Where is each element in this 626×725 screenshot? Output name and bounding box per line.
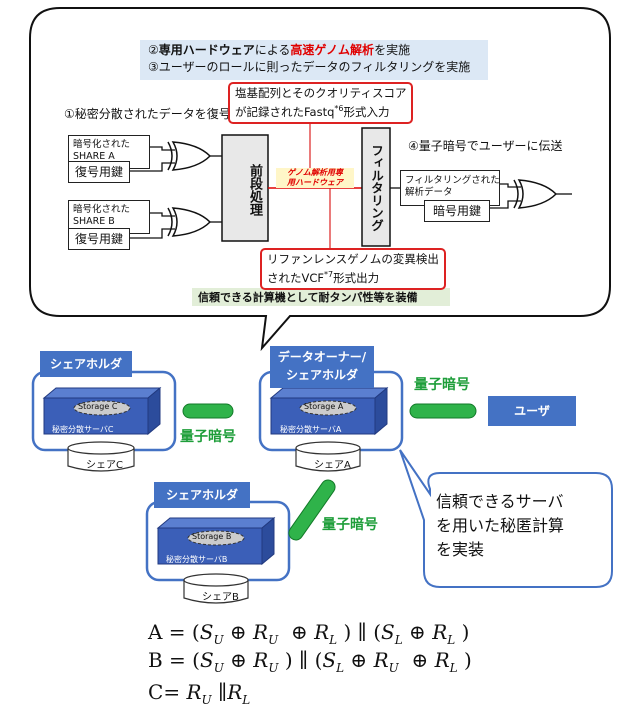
share-c-cylinder: [67, 441, 135, 472]
user-box: ユーザ: [488, 396, 576, 426]
decrypt-key-a: 復号用鍵: [68, 161, 130, 183]
quantum-tube-ab: [288, 479, 336, 541]
xor-gate-out: [513, 179, 558, 209]
header-bg: [140, 40, 488, 80]
input-format-callout: 塩基配列とそのクオリティスコア が記録されたFastq*6形式入力: [228, 82, 414, 124]
server-c-slab: [42, 386, 162, 436]
decrypt-key-b: 復号用鍵: [68, 228, 130, 250]
formula-a: A = (SU ⊕ RU ⊕ RL ) ∥ (SL ⊕ RL ): [148, 620, 470, 647]
share-a-label: シェアA: [314, 460, 351, 471]
quantum-label-au: 量子暗号: [414, 377, 470, 393]
balloon-outline: [399, 449, 613, 588]
balloon-text: 信頼できるサーバ を用いた秘匿計算 を実装: [436, 492, 565, 559]
quantum-tube-ca: [182, 403, 234, 419]
filtering-box: [361, 127, 391, 247]
footer-bg: [192, 288, 450, 306]
step4-text: ④量子暗号でユーザーに伝送: [408, 139, 563, 153]
xor-gate-b: [167, 207, 212, 237]
storage-b-label: Storage B: [192, 532, 232, 541]
share-a-cylinder: [295, 441, 361, 472]
share-b-label: シェアB: [202, 592, 239, 603]
server-a-slab: [269, 386, 389, 436]
genome-hw-label: ゲノム解析用専 用ハードウェア: [276, 168, 354, 188]
server-a-label: 秘密分散サーバA: [280, 425, 342, 434]
role-label-b: シェアホルダ: [154, 482, 250, 508]
preprocess-label: 前段処理: [247, 164, 262, 216]
formula-b: B = (SU ⊕ RU ) ∥ (SL ⊕ RU ⊕ RL ): [148, 648, 472, 675]
role-label-c: シェアホルダ: [40, 351, 132, 377]
filtering-label: フィルタリング: [369, 144, 384, 232]
quantum-tube-au: [409, 403, 477, 419]
formula-c: C= RU ∥RL: [148, 680, 251, 707]
encrypt-key: 暗号用鍵: [424, 200, 490, 222]
storage-a-label: Storage A: [304, 402, 344, 411]
server-b-label: 秘密分散サーバB: [166, 555, 228, 564]
share-c-label: シェアC: [86, 460, 123, 471]
role-label-a: データオーナー/ シェアホルダ: [270, 346, 374, 388]
footer-text: 信頼できる計算機として耐タンパ性等を装備: [198, 291, 418, 304]
server-b-slab: [156, 516, 276, 566]
xor-gate-a: [167, 141, 212, 171]
server-c-label: 秘密分散サーバC: [52, 425, 114, 434]
quantum-label-ab: 量子暗号: [322, 517, 378, 533]
output-format-callout: リファンレンスゲノムの変異検出 されたVCF*7形式出力: [260, 248, 446, 290]
share-b-cylinder: [183, 573, 249, 604]
step2-text: ②専用ハードウェアによる高速ゲノム解析を実施: [148, 43, 411, 57]
step1-text: ①秘密分散されたデータを復号: [64, 107, 231, 121]
storage-c-label: Storage C: [78, 402, 118, 411]
step3-text: ③ユーザーのロールに則ったデータのフィルタリングを実施: [148, 60, 471, 74]
quantum-label-ca: 量子暗号: [180, 429, 236, 445]
